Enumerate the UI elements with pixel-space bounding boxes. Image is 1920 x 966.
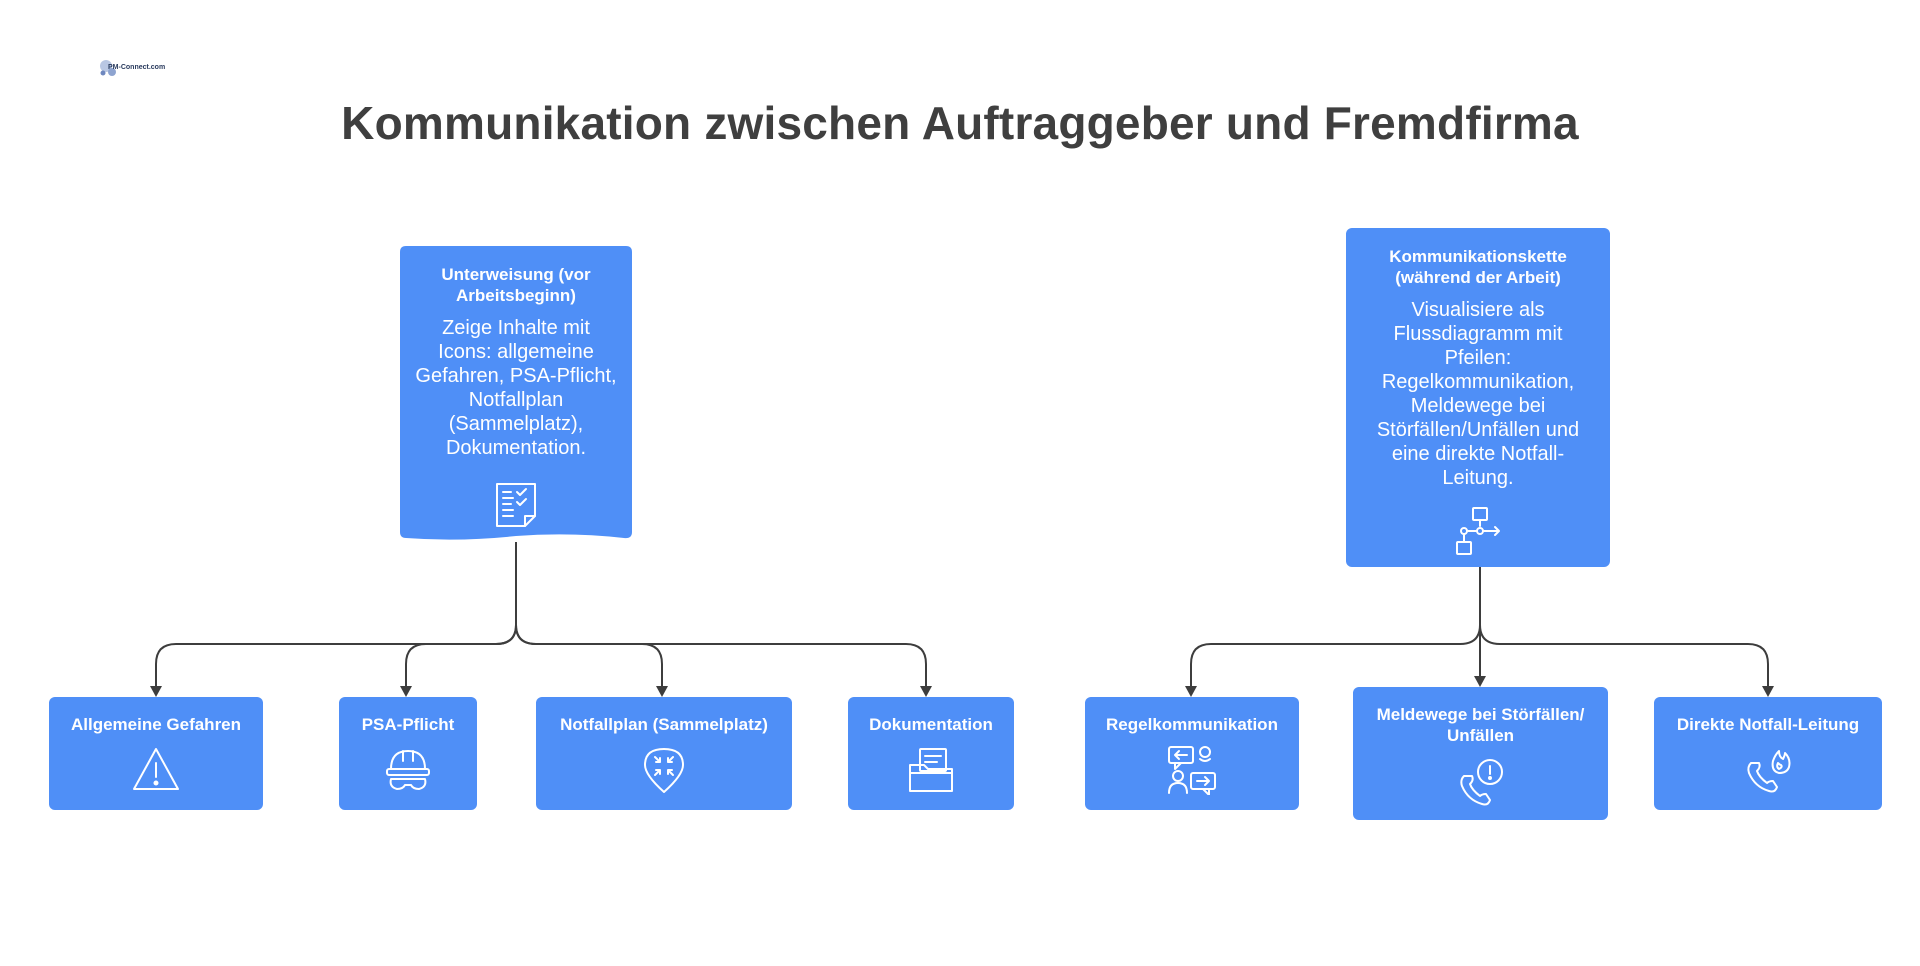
meldewege-box: Meldewege bei Störfällen/ Unfällen	[1353, 687, 1608, 820]
notfallplan-box: Notfallplan (Sammelplatz)	[536, 697, 792, 810]
kommunikationskette-body: Visualisiere als Flussdiagramm mit Pfeil…	[1376, 299, 1580, 489]
connector-allgemeine-gefahren	[155, 624, 517, 688]
connector-notfall-leitung	[1479, 624, 1769, 688]
regelkommunikation-box: Regelkommunikation	[1085, 697, 1299, 810]
assembly-point-pin-icon	[644, 748, 684, 793]
connector-dokumentation	[515, 624, 927, 688]
document-checklist-icon	[496, 483, 536, 527]
phone-alert-icon	[1459, 759, 1503, 806]
connector-notfallplan	[515, 624, 663, 688]
arrowhead	[1762, 686, 1774, 697]
notfall-leitung-box: Direkte Notfall-Leitung	[1654, 697, 1882, 810]
unterweisung-body: Zeige Inhalte mit Icons: allgemeine Gefa…	[415, 317, 617, 459]
regelkommunikation-label: Regelkommunikation	[1106, 715, 1278, 734]
arrowhead	[400, 686, 412, 697]
allgemeine-gefahren-box: Allgemeine Gefahren	[49, 697, 263, 810]
arrowhead	[1474, 676, 1486, 687]
unterweisung-box-shape	[400, 246, 632, 540]
arrowhead	[656, 686, 668, 697]
meldewege-label: Meldewege bei Störfällen/ Unfällen	[1376, 705, 1585, 745]
arrowhead	[1185, 686, 1197, 697]
phone-fire-icon	[1747, 750, 1791, 793]
unterweisung-title: Unterweisung (vor Arbeitsbeginn)	[441, 265, 591, 305]
hard-hat-goggles-icon	[386, 750, 430, 790]
people-chat-icon	[1168, 746, 1216, 795]
unterweisung-box: Unterweisung (vor Arbeitsbeginn) Zeige I…	[400, 246, 632, 536]
logo-text: PM-Connect.com	[108, 64, 166, 71]
psa-pflicht-box: PSA-Pflicht	[339, 697, 477, 810]
connector-regelkommunikation	[1190, 624, 1481, 688]
arrowhead	[150, 686, 162, 697]
page-title: Kommunikation zwischen Auftraggeber und …	[341, 97, 1579, 149]
psa-pflicht-label: PSA-Pflicht	[361, 715, 455, 734]
notfallplan-label: Notfallplan (Sammelplatz)	[560, 715, 768, 734]
flowchart-icon	[1456, 507, 1500, 555]
allgemeine-gefahren-label: Allgemeine Gefahren	[70, 715, 242, 734]
company-logo	[100, 60, 116, 76]
dokumentation-box: Dokumentation	[848, 697, 1014, 810]
connector-psa-pflicht	[405, 624, 517, 688]
kommunikationskette-title: Kommunikationskette (während der Arbeit)	[1389, 247, 1567, 287]
dokumentation-label: Dokumentation	[869, 715, 993, 734]
folder-document-icon	[909, 748, 953, 792]
notfall-leitung-label: Direkte Notfall-Leitung	[1676, 715, 1860, 734]
arrowhead	[920, 686, 932, 697]
warning-triangle-icon	[133, 748, 179, 790]
kommunikationskette-box: Kommunikationskette (während der Arbeit)…	[1346, 228, 1610, 567]
